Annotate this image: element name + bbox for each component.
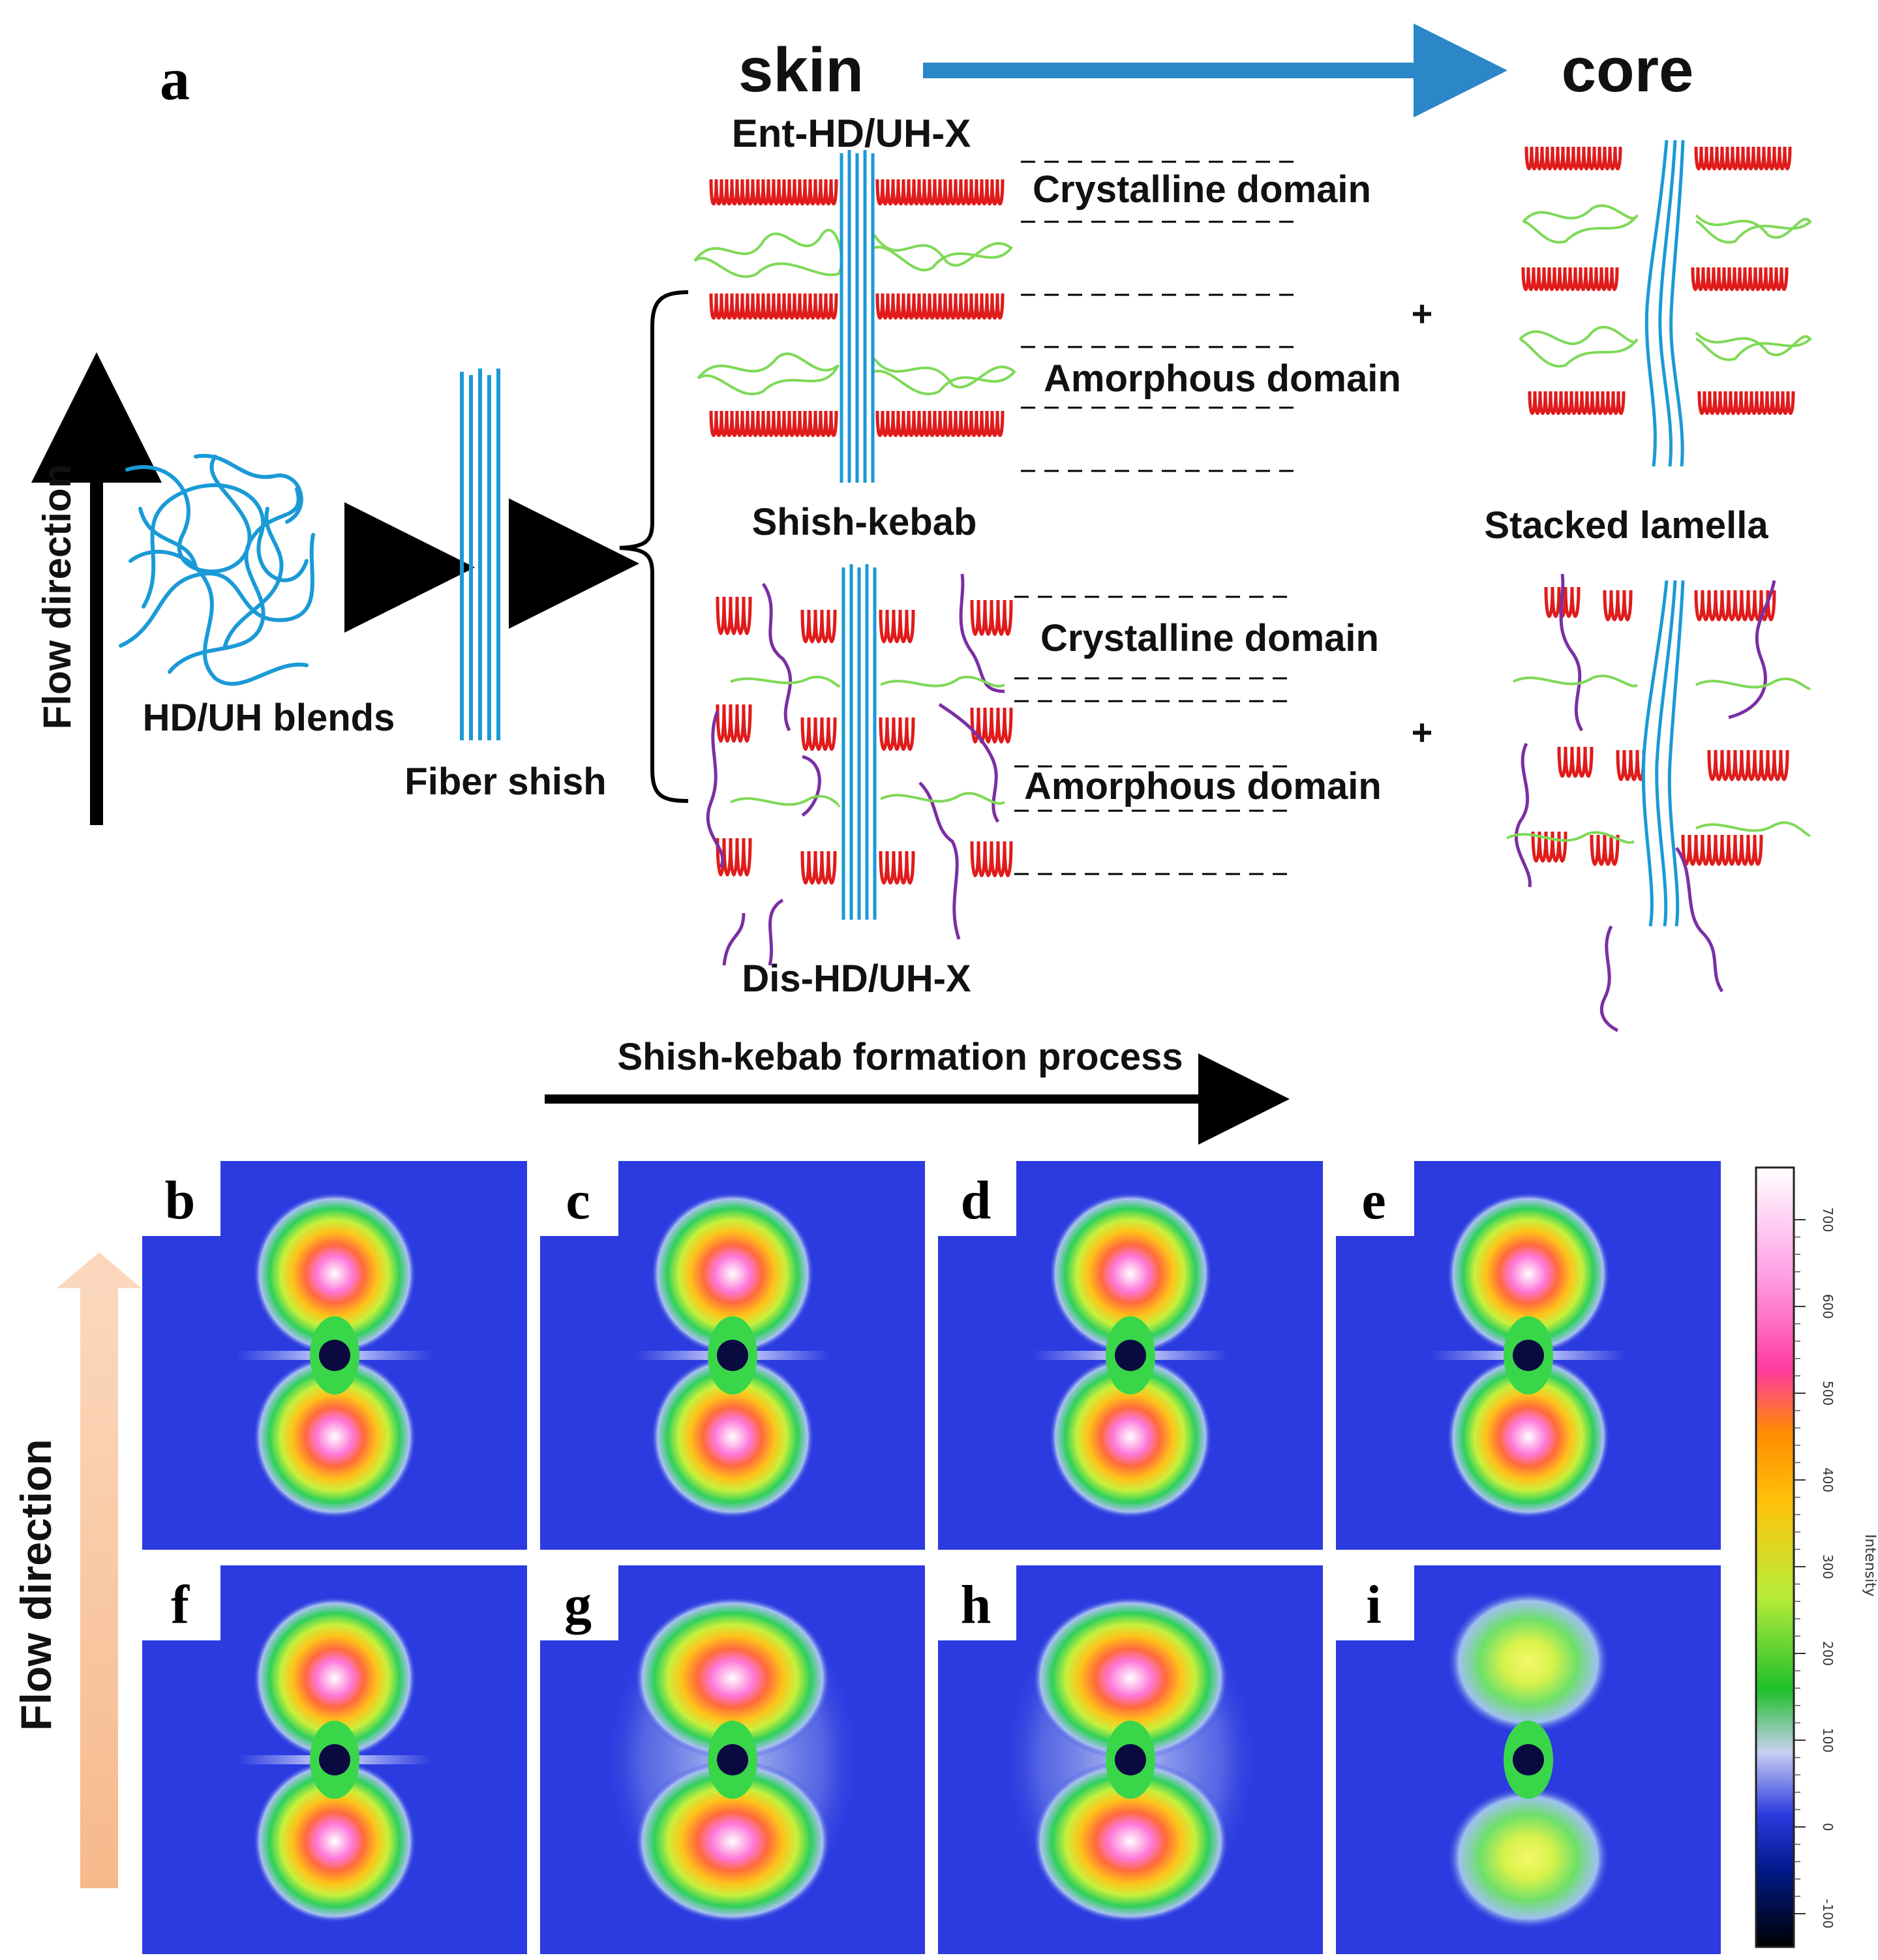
- flow-arrow-patterns-shaft: [80, 1288, 118, 1888]
- diffraction-lobe-lower: [651, 1355, 814, 1518]
- panel-letter-box: [938, 1161, 1016, 1236]
- dis-label: Dis-HD/UH-X: [742, 957, 971, 1000]
- saxs-pattern-b: b: [142, 1161, 527, 1550]
- saxs-pattern-e: e: [1336, 1161, 1721, 1550]
- panel-letter-g: g: [564, 1575, 592, 1635]
- diffraction-lobe-upper: [1049, 1192, 1212, 1355]
- diffraction-lobe-lower: [1447, 1786, 1610, 1929]
- ent-label: Ent-HD/UH-X: [732, 112, 971, 155]
- colorbar-tick-label: 100: [1820, 1728, 1836, 1753]
- skin-label: skin: [738, 35, 864, 105]
- diffraction-lobe-lower: [1447, 1355, 1610, 1518]
- panel-letter-b: b: [165, 1170, 196, 1231]
- colorbar-tick-label: 600: [1820, 1294, 1836, 1319]
- colorbar-title: Intensity: [1862, 1534, 1878, 1597]
- flow-arrow-patterns-head: [57, 1252, 142, 1288]
- panel-letter-box: [938, 1565, 1016, 1640]
- beamstop: [1115, 1340, 1146, 1371]
- saxs-pattern-d: d: [938, 1161, 1323, 1550]
- plus-upper: +: [1412, 293, 1433, 334]
- fiber-shish: [460, 369, 500, 740]
- colorbar: 700 600 500 400 300 200 100 0 -100 Intensity: [1755, 1166, 1878, 1948]
- panel-letter-box: [540, 1161, 618, 1236]
- beamstop: [319, 1340, 350, 1371]
- saxs-patterns: Flow direction b c d e f g h i: [12, 1161, 1721, 1954]
- colorbar-tick-label: -100: [1820, 1899, 1836, 1928]
- fiber-shish-label: Fiber shish: [404, 761, 606, 803]
- saxs-pattern-h: h: [938, 1565, 1323, 1954]
- panel-letter-box: [142, 1161, 220, 1236]
- panel-letter-i: i: [1366, 1575, 1381, 1635]
- core-stacked-lamella-lower: [1506, 573, 1811, 1033]
- panel-letter-f: f: [171, 1575, 190, 1635]
- saxs-pattern-c: c: [540, 1161, 925, 1550]
- panel-letter-box: [1336, 1161, 1414, 1236]
- amorphous-domain-label-lower: Amorphous domain: [1024, 765, 1382, 807]
- panel-letter-c: c: [566, 1170, 590, 1231]
- flow-direction-label-a: Flow direction: [35, 464, 79, 730]
- beamstop: [717, 1744, 748, 1775]
- brace: [619, 290, 689, 803]
- beamstop: [1115, 1744, 1146, 1775]
- hd-uh-blends-label: HD/UH blends: [143, 697, 395, 739]
- colorbar-tick-label: 200: [1820, 1641, 1836, 1666]
- panel-letter-a: a: [160, 46, 190, 112]
- plus-lower: +: [1412, 712, 1433, 753]
- diffraction-lobe-lower: [253, 1760, 416, 1923]
- saxs-pattern-i: i: [1336, 1565, 1721, 1954]
- diffraction-lobe-upper: [635, 1597, 830, 1760]
- dis-shish-kebab: [706, 564, 1011, 966]
- diffraction-lobe-lower: [253, 1355, 416, 1518]
- tangled-chains: [119, 453, 315, 686]
- crystalline-domain-label-upper: Crystalline domain: [1033, 168, 1371, 211]
- crystalline-domain-label-lower: Crystalline domain: [1040, 617, 1379, 659]
- flow-direction-label-patterns: Flow direction: [12, 1439, 60, 1730]
- diffraction-lobe-upper: [1447, 1192, 1610, 1355]
- panel-letter-box: [1336, 1565, 1414, 1640]
- panel-letter-box: [142, 1565, 220, 1640]
- diffraction-lobe-upper: [1033, 1597, 1228, 1760]
- amorphous-domain-label-upper: Amorphous domain: [1044, 357, 1401, 400]
- panel-letter-box: [540, 1565, 618, 1640]
- beamstop: [319, 1744, 350, 1775]
- colorbar-tick-label: 400: [1820, 1468, 1836, 1492]
- panel-letter-d: d: [961, 1170, 992, 1231]
- diffraction-lobe-lower: [635, 1760, 830, 1923]
- diffraction-lobe-lower: [1033, 1760, 1228, 1923]
- panel-letter-h: h: [961, 1575, 992, 1635]
- panel-letter-e: e: [1361, 1170, 1386, 1231]
- colorbar-tick-label: 0: [1820, 1823, 1836, 1832]
- saxs-pattern-f: f: [142, 1565, 527, 1954]
- diffraction-lobe-upper: [253, 1597, 416, 1760]
- beamstop: [1513, 1340, 1544, 1371]
- colorbar-tick-label: 500: [1820, 1381, 1836, 1406]
- diffraction-lobe-upper: [651, 1192, 814, 1355]
- core-label: core: [1562, 35, 1694, 105]
- shish-kebab-label: Shish-kebab: [752, 501, 977, 543]
- beamstop: [1513, 1744, 1544, 1775]
- diffraction-lobe-lower: [1049, 1355, 1212, 1518]
- core-stacked-lamella-upper: [1519, 140, 1812, 467]
- stacked-lamella-label: Stacked lamella: [1484, 504, 1768, 547]
- colorbar-tick-label: 700: [1820, 1207, 1836, 1232]
- panel-a: a skin core Flow direction HD/UH blends: [31, 23, 1812, 1145]
- colorbar-tick-label: 300: [1820, 1554, 1836, 1579]
- ent-shish-kebab: [693, 150, 1016, 483]
- beamstop: [717, 1340, 748, 1371]
- colorbar-gradient: [1755, 1166, 1795, 1948]
- saxs-pattern-g: g: [540, 1565, 925, 1954]
- diffraction-lobe-upper: [253, 1192, 416, 1355]
- process-label: Shish-kebab formation process: [618, 1036, 1183, 1078]
- diffraction-lobe-upper: [1447, 1590, 1610, 1734]
